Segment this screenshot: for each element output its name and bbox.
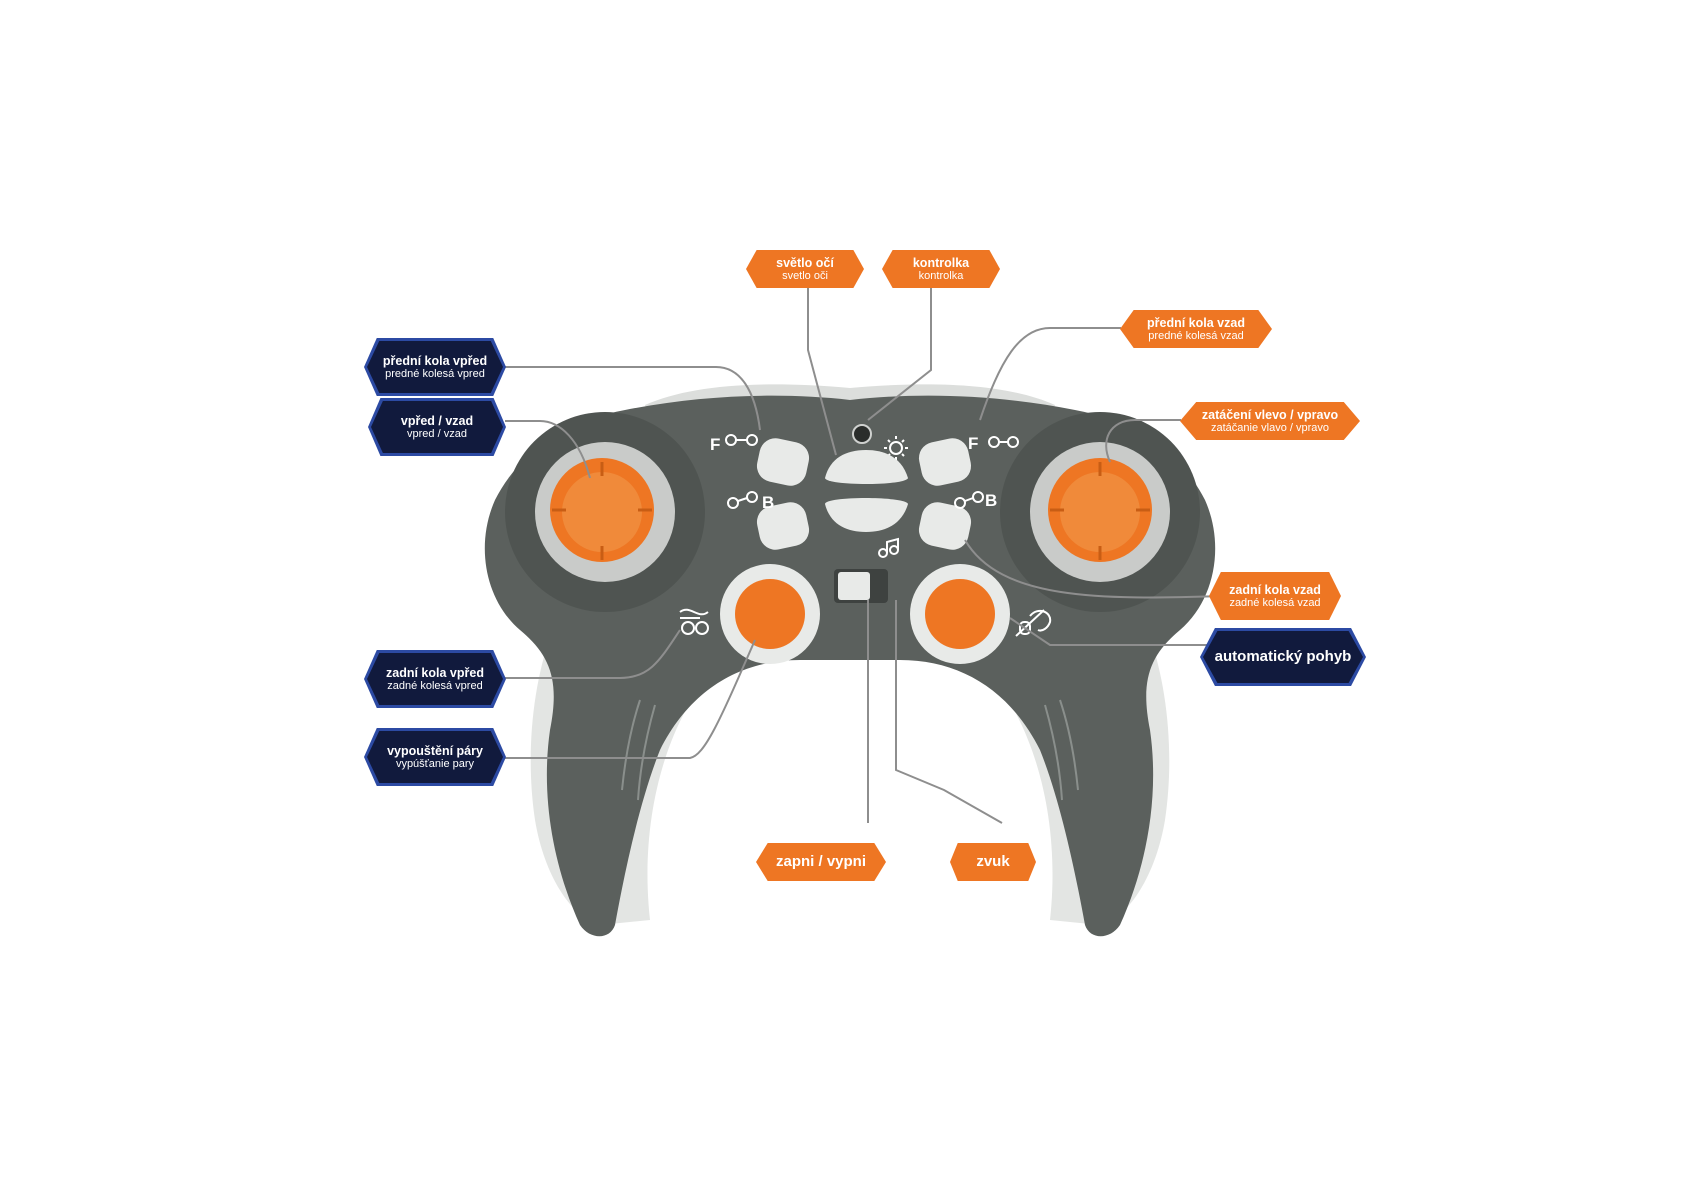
- callout-auto-motion: automatický pohyb: [1203, 631, 1363, 683]
- callout-fwd-back-sk: vpred / vzad: [407, 427, 467, 440]
- callout-rear-wheels-back: zadní kola vzad zadné kolesá vzad: [1209, 572, 1341, 620]
- callout-front-wheels-fwd: přední kola vpřed predné kolesá vpred: [367, 341, 503, 393]
- callout-sound: zvuk: [950, 843, 1036, 881]
- callout-steam-frame: vypouštění páry vypúšťanie pary: [364, 728, 506, 786]
- eye-light-button[interactable]: [825, 450, 908, 484]
- left-forward-button[interactable]: [754, 435, 812, 488]
- grip-ridges: [621, 699, 1079, 801]
- callout-steering-sk: zatáčanie vlavo / vpravo: [1210, 421, 1329, 434]
- callout-sound-cz: zvuk: [976, 852, 1010, 870]
- right-forward-button[interactable]: [916, 435, 974, 488]
- callout-front-wheels-back: přední kola vzad predné kolesá vzad: [1120, 310, 1272, 348]
- forward-letter-right: F: [968, 434, 978, 453]
- backward-letter-left: B: [762, 493, 774, 512]
- callout-fwd-back-cz: vpřed / vzad: [400, 413, 474, 428]
- callout-front-wheels-fwd-sk: predné kolesá vpred: [385, 367, 485, 380]
- left-back-button[interactable]: [754, 499, 812, 552]
- sound-center-button[interactable]: [825, 498, 908, 532]
- callout-front-wheels-fwd-frame: přední kola vpřed predné kolesá vpred: [364, 338, 506, 396]
- leader-lines: [505, 284, 1223, 824]
- steam-button[interactable]: [735, 579, 805, 649]
- callout-rear-wheels-fwd-cz: zadní kola vpřed: [386, 665, 484, 680]
- callout-front-wheels-fwd-cz: přední kola vpřed: [382, 353, 488, 368]
- power-switch[interactable]: [838, 572, 870, 600]
- chain-icon-right-bottom: [954, 491, 984, 509]
- callout-front-wheels-back-cz: přední kola vzad: [1147, 315, 1245, 330]
- callout-fwd-back: vpřed / vzad vpred / vzad: [371, 401, 503, 453]
- auto-button[interactable]: [925, 579, 995, 649]
- chain-icon-left-bottom: [727, 491, 758, 509]
- callout-rear-wheels-back-cz: zadní kola vzad: [1229, 582, 1321, 597]
- callout-eye-light: světlo očí svetlo oči: [746, 250, 864, 288]
- callout-eye-light-cz: světlo očí: [776, 255, 834, 270]
- callout-indicator-cz: kontrolka: [912, 255, 970, 270]
- callout-front-wheels-back-sk: predné kolesá vzad: [1148, 329, 1244, 342]
- callout-steam: vypouštění páry vypúšťanie pary: [367, 731, 503, 783]
- left-joystick[interactable]: [550, 458, 654, 562]
- callout-rear-wheels-fwd-frame: zadní kola vpřed zadné kolesá vpred: [364, 650, 506, 708]
- callout-auto-motion-cz: automatický pohyb: [1214, 647, 1352, 665]
- callout-rear-wheels-fwd-sk: zadné kolesá vpred: [387, 679, 483, 692]
- callout-fwd-back-frame: vpřed / vzad vpred / vzad: [368, 398, 506, 456]
- music-icon: [878, 537, 899, 558]
- callout-rear-wheels-fwd: zadní kola vpřed zadné kolesá vpred: [367, 653, 503, 705]
- auto-motion-icon: [1015, 609, 1052, 637]
- callout-steam-cz: vypouštění páry: [387, 743, 483, 758]
- chain-icon-left-top: [725, 434, 758, 446]
- callout-steering: zatáčení vlevo / vpravo zatáčanie vlavo …: [1180, 402, 1360, 440]
- callout-rear-wheels-back-sk: zadné kolesá vzad: [1229, 596, 1321, 609]
- callout-eye-light-sk: svetlo oči: [782, 269, 828, 282]
- callout-indicator: kontrolka kontrolka: [882, 250, 1000, 288]
- callout-power-cz: zapni / vypni: [775, 852, 866, 870]
- callout-steam-sk: vypúšťanie pary: [395, 757, 475, 770]
- chain-icon-right-top: [988, 436, 1019, 448]
- forward-letter-left: F: [710, 435, 720, 454]
- callout-power: zapni / vypni: [756, 843, 886, 881]
- callout-auto-motion-frame: automatický pohyb: [1200, 628, 1366, 686]
- backward-letter-right: B: [985, 491, 997, 510]
- steam-icon: [679, 608, 709, 635]
- indicator-led: [852, 424, 872, 444]
- right-back-button[interactable]: [916, 499, 974, 552]
- callout-indicator-sk: kontrolka: [918, 269, 964, 282]
- sun-icon: [884, 436, 908, 460]
- right-joystick[interactable]: [1048, 458, 1152, 562]
- callout-steering-cz: zatáčení vlevo / vpravo: [1201, 407, 1339, 422]
